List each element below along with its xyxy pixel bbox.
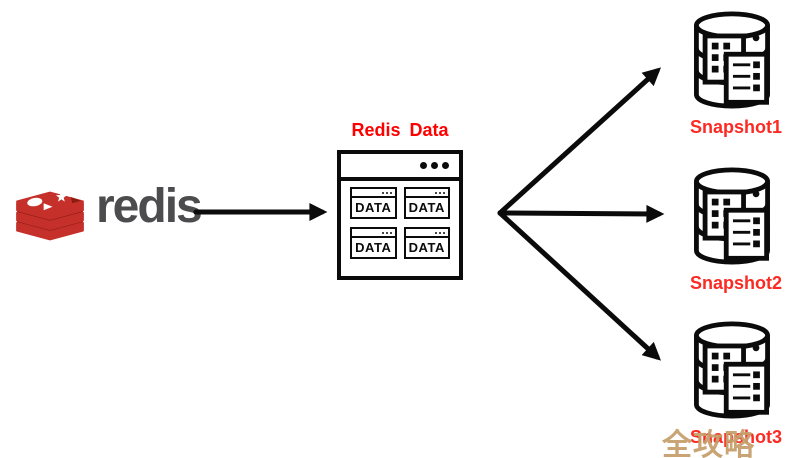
data-cell-label: DATA [408,240,445,255]
dot-icon [431,162,438,169]
redis-data-title: Redis Data [351,120,449,140]
watermark-text: 全攻略 [662,429,755,458]
database-icon [690,320,774,420]
data-cell: DATA [350,227,397,259]
data-cell: DATA [403,187,450,219]
data-cell-label: DATA [355,240,392,255]
redis-data-window: DATA DATA DATA DATA [337,150,463,280]
snapshot-label: Snapshot3 [690,427,783,447]
mini-dots-icon [405,189,448,198]
snapshot-label: Snapshot2 [690,273,783,293]
mini-dots-icon [352,189,395,198]
data-cell-label: DATA [355,200,392,215]
database-icon [690,10,774,110]
arrow-data-to-snapshot2 [497,204,665,223]
redis-cube-icon [16,191,84,241]
mini-dots-icon [352,229,395,238]
dot-icon [420,162,427,169]
titlebar-dots-icon [341,154,459,181]
snapshot-label: Snapshot1 [690,117,783,137]
data-cell: DATA [350,187,397,219]
snapshot-group: Snapshot2 [690,166,783,294]
arrow-data-to-snapshot3 [497,210,661,361]
database-icon [690,166,774,266]
data-cell: DATA [403,227,450,259]
arrow-data-to-snapshot1 [497,67,662,216]
data-cell-label: DATA [408,200,445,215]
mini-dots-icon [405,229,448,238]
snapshot-group: Snapshot1 [690,10,783,138]
redis-logo: redis [12,176,203,242]
dot-icon [442,162,449,169]
redis-wordmark: redis [96,180,203,233]
snapshot-group: Snapshot3 [690,320,783,448]
data-grid: DATA DATA DATA DATA [341,181,459,265]
